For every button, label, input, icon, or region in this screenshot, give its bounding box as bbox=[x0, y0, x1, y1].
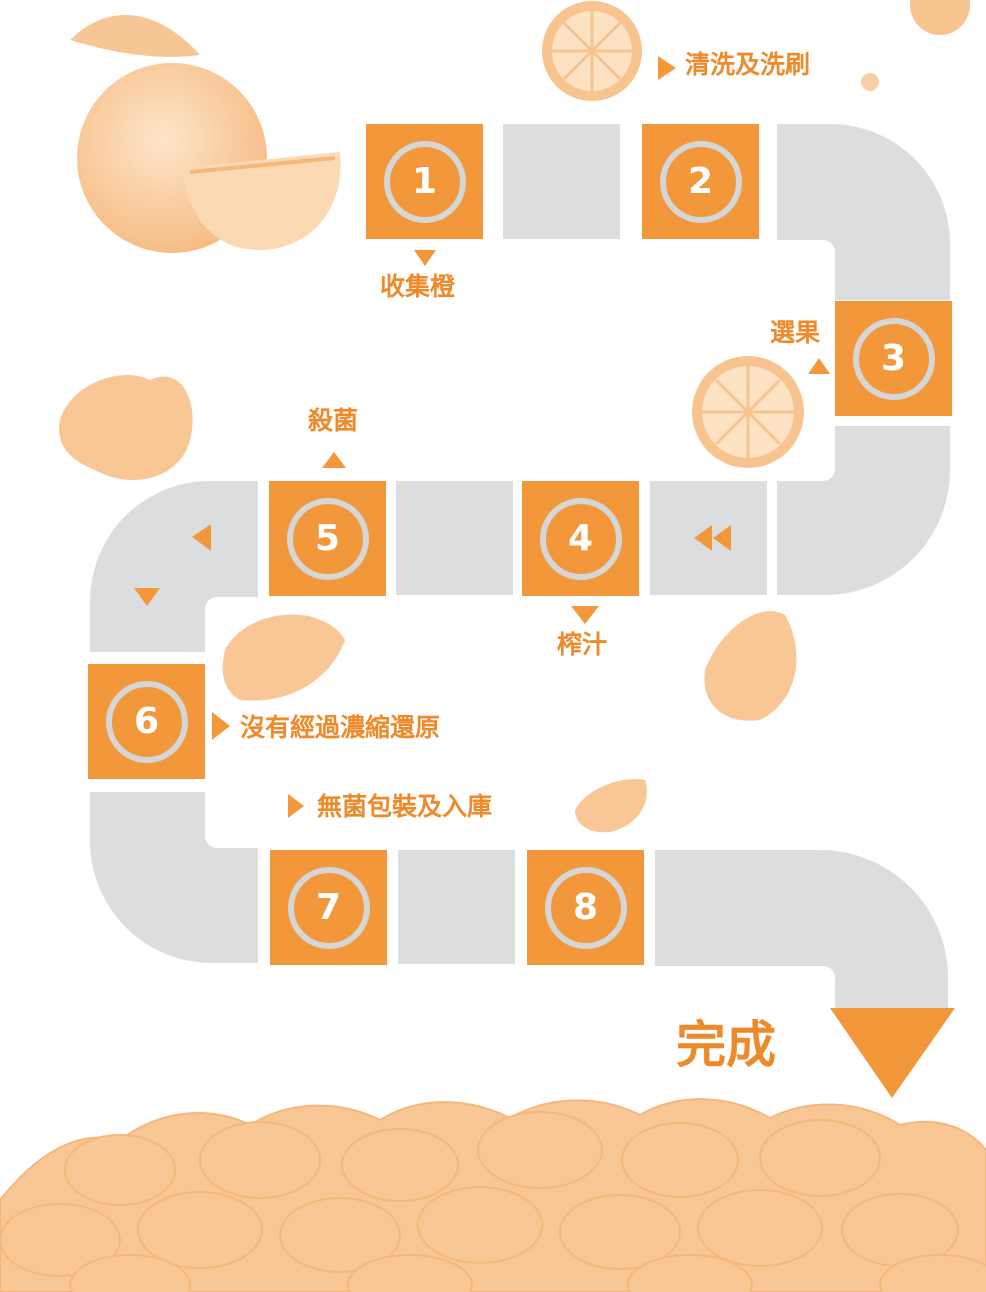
orange-fruit-icon bbox=[70, 14, 341, 253]
rewind-icon bbox=[694, 525, 731, 551]
arrow-triangle-icon bbox=[134, 56, 830, 818]
step-6-number: 6 bbox=[105, 680, 188, 763]
step-4-number: 4 bbox=[539, 497, 622, 580]
step-8-tile: 8 bbox=[527, 850, 644, 965]
step-2-number: 2 bbox=[659, 140, 742, 223]
step-1-number: 1 bbox=[383, 140, 466, 223]
step-3-label: 選果 bbox=[770, 318, 821, 347]
step-1-tile: 1 bbox=[366, 124, 483, 239]
step-2-tile: 2 bbox=[642, 124, 759, 239]
step-5-label: 殺菌 bbox=[308, 406, 359, 435]
step-6-tile: 6 bbox=[88, 664, 205, 779]
step-6-label: 沒有經過濃縮還原 bbox=[240, 713, 441, 742]
step-2-label: 清洗及洗刷 bbox=[685, 50, 811, 79]
step-4-tile: 4 bbox=[522, 481, 639, 596]
track-path bbox=[90, 124, 950, 1010]
orange-slice-icon bbox=[692, 356, 804, 468]
finish-arrow-icon bbox=[830, 1008, 955, 1098]
orange-slice-icon bbox=[542, 1, 642, 101]
orange-slice-icon bbox=[861, 0, 970, 91]
step-4-label: 榨汁 bbox=[557, 630, 608, 659]
tangerine-segment-icon bbox=[59, 374, 797, 833]
step-5-number: 5 bbox=[286, 497, 369, 580]
finish-label: 完成 bbox=[676, 1016, 776, 1074]
step-7-tile: 7 bbox=[270, 850, 387, 965]
step-3-number: 3 bbox=[852, 317, 935, 400]
step-5-tile: 5 bbox=[269, 481, 386, 596]
tangerine-pile bbox=[0, 1098, 986, 1292]
step-1-label: 收集橙 bbox=[380, 272, 456, 301]
step-8-number: 8 bbox=[544, 866, 627, 949]
step-7-label: 無菌包裝及入庫 bbox=[317, 792, 493, 821]
step-3-tile: 3 bbox=[835, 301, 952, 416]
step-7-number: 7 bbox=[287, 866, 370, 949]
